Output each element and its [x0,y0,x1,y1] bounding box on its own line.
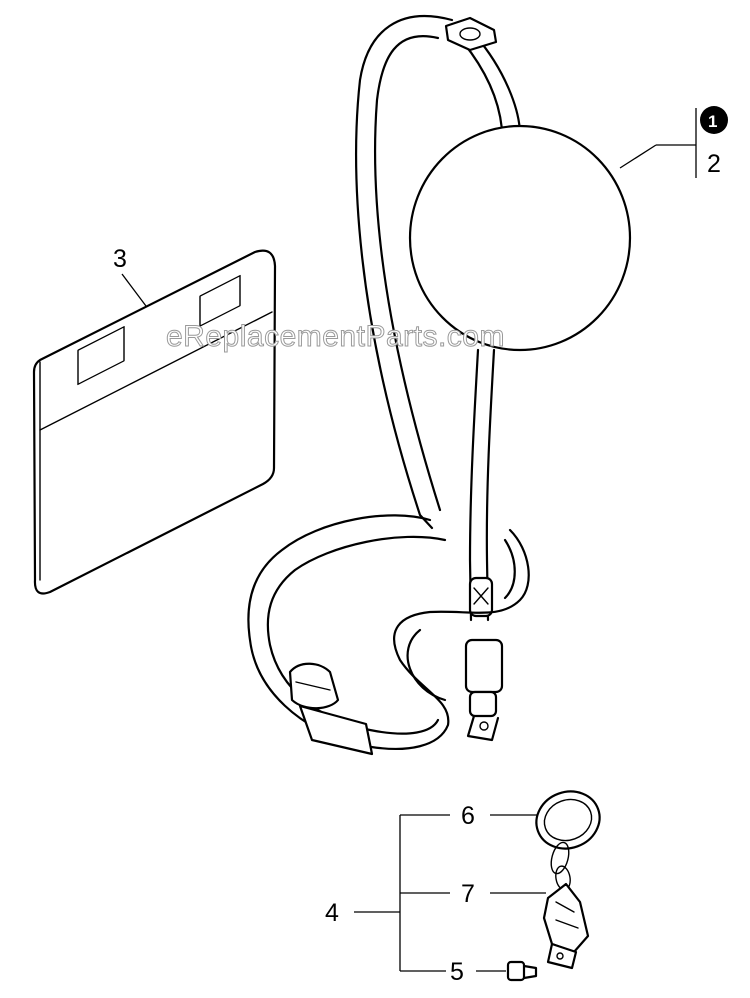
callout-1-bullet [700,106,728,134]
leader-lines [121,108,697,972]
callout-3: 3 [113,245,127,273]
manual-sheet [32,249,277,595]
callout-1: 1 [700,106,728,134]
callout-5: 5 [450,958,464,986]
callout-2: 2 [707,150,721,178]
callout-4: 4 [325,899,339,927]
callout-1-label: 1 [708,112,717,131]
callout-6: 6 [461,802,475,830]
shoulder-pad [408,124,632,352]
watermark: eReplacementParts.com [166,320,505,353]
harness-strap [247,15,530,756]
hanger-assembly [506,790,601,982]
callout-7: 7 [461,880,475,908]
